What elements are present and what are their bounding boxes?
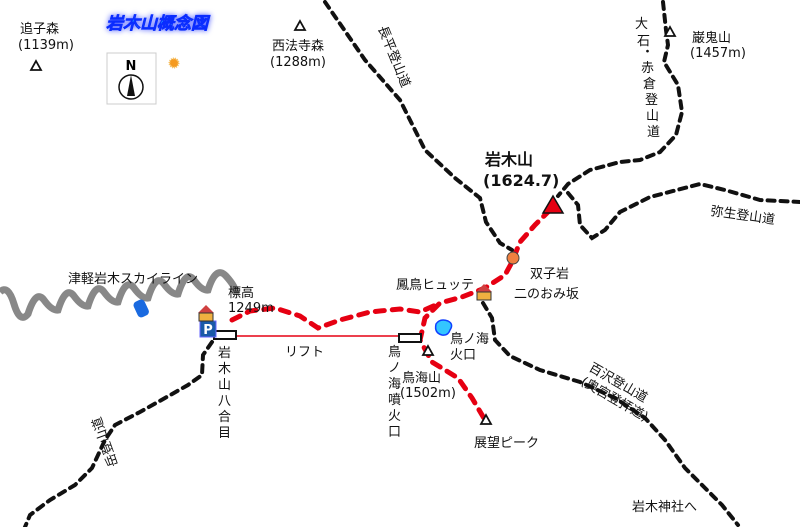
- peak-name-iwaki: 岩木山: [484, 150, 533, 169]
- compass-needle-icon: [127, 75, 135, 96]
- label-hachigome: 岩 木 山 八 合 目: [218, 346, 231, 441]
- peak-elev-chokai: (1502m): [400, 386, 456, 401]
- peak-icon-ganki: [663, 25, 677, 37]
- label-shrine: 岩木神社へ: [632, 499, 697, 515]
- svg-text:合: 合: [218, 410, 231, 425]
- svg-text:・: ・: [641, 45, 654, 60]
- parking-letter: P: [203, 323, 213, 338]
- trail-takeoka: [23, 340, 214, 527]
- skyline-road: [0, 269, 240, 321]
- svg-text:岩: 岩: [218, 346, 231, 361]
- svg-text:木: 木: [218, 362, 231, 377]
- peak-elev-saihoji: (1288m): [270, 55, 326, 70]
- peak-name-ganki: 巌鬼山: [692, 30, 731, 46]
- svg-text:赤: 赤: [641, 61, 654, 76]
- svg-text:登: 登: [645, 93, 658, 108]
- svg-text:八: 八: [218, 394, 231, 409]
- label-lift: リフト: [285, 345, 324, 360]
- lift-station-lower: [213, 330, 237, 340]
- map-title: 岩木山概念図: [106, 14, 211, 34]
- peak-name-saihoji: 西法寺森: [272, 39, 324, 54]
- label-elevation-value: 1249m: [228, 301, 274, 316]
- label-ninoomisaka: 二のおみ坂: [514, 287, 579, 302]
- futagoiwa-marker: [506, 251, 520, 265]
- trail-oishi-akakura: [556, 0, 685, 198]
- svg-text:道: 道: [647, 125, 660, 140]
- route-summit: [417, 207, 553, 423]
- label-elevation: 標高: [228, 285, 254, 301]
- peak-name-chokai: 鳥海山: [402, 371, 441, 386]
- svg-text:石: 石: [637, 34, 650, 49]
- svg-text:倉: 倉: [643, 77, 656, 92]
- label-futagoiwa: 双子岩: [530, 267, 569, 282]
- svg-text:大: 大: [635, 17, 648, 32]
- trail-yayoi: [566, 181, 800, 241]
- route-8gome: [229, 300, 443, 331]
- peak-elev-ganki: (1457m): [690, 46, 746, 61]
- car-icon: [133, 299, 149, 318]
- peak-elev-iwaki: (1624.7): [483, 171, 559, 190]
- compass-north-label: N: [126, 59, 137, 74]
- peak-icon-saihoji: [293, 19, 307, 31]
- svg-text:火: 火: [388, 409, 401, 424]
- label-crater-1: 鳥ノ海: [450, 332, 489, 347]
- trail-nagahira: [323, 0, 514, 252]
- label-crater-2: 火口: [450, 348, 476, 363]
- svg-text:噴: 噴: [388, 393, 401, 408]
- label-hutte: 鳳鳥ヒュッテ: [396, 278, 474, 293]
- label-funkako: 鳥 ノ 海 噴 火 口: [388, 345, 401, 440]
- svg-text:鳥: 鳥: [388, 345, 401, 360]
- peak-name-oikomori: 追子森: [20, 21, 59, 37]
- hut-icon-hohchou: [476, 284, 492, 301]
- summit-marker: [541, 194, 565, 214]
- peak-icon-chokai: [421, 344, 435, 356]
- label-skyline: 津軽岩木スカイライン: [68, 272, 198, 287]
- trail-label-oishi: 大 石 ・ 赤 倉 登 山 道: [635, 17, 660, 140]
- lift-station-upper: [398, 333, 422, 343]
- hut-icon-8gome: [198, 305, 214, 322]
- sun-icon: [168, 57, 180, 69]
- svg-text:海: 海: [388, 377, 401, 392]
- peak-icon-tenbou: [479, 413, 493, 425]
- svg-text:ノ: ノ: [388, 361, 401, 376]
- svg-text:目: 目: [218, 426, 231, 441]
- peak-icon-oikomori: [29, 59, 43, 71]
- peak-name-tenbou: 展望ピーク: [474, 435, 539, 451]
- peak-elev-oikomori: (1139m): [18, 38, 74, 53]
- svg-text:山: 山: [646, 109, 659, 124]
- svg-text:山: 山: [218, 378, 231, 393]
- crater-pond-icon: [434, 319, 453, 336]
- trail-hyakuzawa: [481, 301, 740, 527]
- svg-text:口: 口: [388, 425, 401, 440]
- trail-label-yayoi: 弥生登山道: [709, 203, 776, 228]
